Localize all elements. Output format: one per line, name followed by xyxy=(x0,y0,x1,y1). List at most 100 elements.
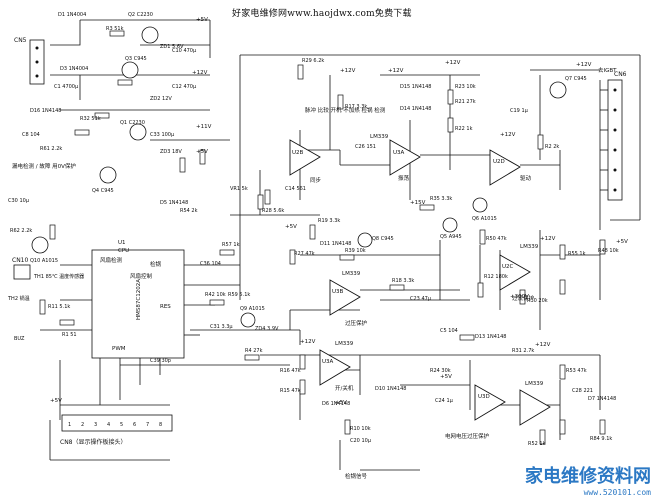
rail-5v-top: +5V xyxy=(196,17,208,23)
cn8-pin: 8 xyxy=(159,422,162,428)
label-r17: R17 3.3k xyxy=(345,104,367,110)
rail-300v: +300V xyxy=(510,294,529,300)
comparator-u2d-symbol xyxy=(489,149,521,186)
label-zd3: ZD3 18V xyxy=(160,149,182,155)
u1-p3: 检锅 xyxy=(150,260,162,268)
label-d15: D15 1N4148 xyxy=(400,84,431,90)
cn8-pin: 3 xyxy=(94,422,97,428)
rail-12v-e: +12V xyxy=(500,132,516,138)
u2c-lm: LM339 xyxy=(520,244,539,250)
label-r1b: R1 51 xyxy=(62,332,77,338)
transistor-q10 xyxy=(31,236,49,254)
cn5-label: CN5 xyxy=(14,37,27,44)
cn10-label: CN10 xyxy=(12,257,28,264)
connector-cn6 xyxy=(607,79,623,201)
label-d1: D1 1N4004 xyxy=(58,12,86,18)
label-r28: R28 5.6k xyxy=(262,208,284,214)
label-c30: C30 10μ xyxy=(8,198,30,204)
transistor-q1 xyxy=(129,123,147,141)
label-zd1: ZD1 5.6V xyxy=(160,44,184,50)
label-r35: R35 3.3k xyxy=(430,196,452,202)
cn6-label: CN6 xyxy=(614,71,627,78)
label-r11: R11 5.1k xyxy=(48,304,70,310)
label-th2: TH2 锅温 xyxy=(7,295,30,302)
label-q2: Q2 C2230 xyxy=(128,12,153,18)
rail-12v-top: +12V xyxy=(192,70,208,76)
label-q5: Q5 A945 xyxy=(440,234,462,240)
rail-5v-mid: +5V xyxy=(196,149,208,155)
label-r54: R54 2k xyxy=(180,208,198,214)
transistor-q6 xyxy=(472,197,488,213)
rail-12v-g: +12V xyxy=(535,342,551,348)
label-r29: R29 6.2k xyxy=(302,58,324,64)
rail-12v-h: +12V xyxy=(300,339,316,345)
label-r10: R10 10k xyxy=(350,426,371,432)
note-pulse-detect: 脉冲 比较 开机 不加热 检锅 检测 xyxy=(305,106,386,114)
label-buz: BUZ xyxy=(14,336,25,342)
label-d13: D13 1N4148 xyxy=(475,334,506,340)
u3a2-ref: U3A xyxy=(322,359,334,365)
u2c-note: 过流保护 xyxy=(512,294,535,302)
label-r23: R23 10k xyxy=(455,84,476,90)
comparator-u2c-symbol xyxy=(499,254,531,291)
label-d5: D5 1N4148 xyxy=(160,200,188,206)
u3d-note: 电网电压过压保护 xyxy=(445,432,490,440)
u1-type: CPU xyxy=(118,248,129,254)
label-r42: R42 10k xyxy=(205,292,226,298)
connector-cn10 xyxy=(13,264,31,280)
u1-p5: PWM xyxy=(112,346,126,352)
u2b-note: 同步 xyxy=(310,177,322,184)
label-c24: C24 1μ xyxy=(435,398,454,404)
label-r12: R12 180k xyxy=(484,274,508,280)
rail-12v-d: +12V xyxy=(576,62,592,68)
u3a2-note: 开/关机 xyxy=(335,384,354,392)
note-pot-signal: 检锅信号 xyxy=(345,472,368,480)
watermark: 家电维修资料网 www.520101.com xyxy=(525,462,651,497)
label-d7: D7 1N4148 xyxy=(588,396,616,402)
label-r32: R32 51k xyxy=(80,116,101,122)
label-c12: C12 470μ xyxy=(172,84,197,90)
label-zd2: ZD2 12V xyxy=(150,96,172,102)
label-c33: C33 100μ xyxy=(150,132,175,138)
label-c36: C36 104 xyxy=(200,261,221,267)
u3d-ref: U3D xyxy=(478,394,490,400)
label-r16b: R16 47k xyxy=(280,368,301,374)
transistor-q8 xyxy=(357,232,373,248)
label-r48: R48 10k xyxy=(598,248,619,254)
label-r50: R50 47k xyxy=(486,236,507,242)
label-vr1: VR1 5k xyxy=(230,186,248,192)
label-r3: R3 51k xyxy=(106,26,124,32)
label-q10: Q10 A1015 xyxy=(30,258,58,264)
label-r30: R30 20k xyxy=(527,298,548,304)
u3b-ref: U3B xyxy=(332,289,344,295)
u3b-note: 过压保护 xyxy=(345,319,368,327)
rail-12v-f: +12V xyxy=(540,236,556,242)
label-q3: Q3 C945 xyxy=(125,56,147,62)
comparator-u3d-symbol xyxy=(474,384,506,421)
label-q6: Q6 A1015 xyxy=(472,216,497,222)
label-r59: R59 5.1k xyxy=(228,292,250,298)
label-r31: R31 2.7k xyxy=(512,348,534,354)
label-r21: R21 27k xyxy=(455,99,476,105)
label-d6: D6 1N4148 xyxy=(322,401,350,407)
transistor-q5 xyxy=(442,217,458,233)
u1-p1: 风扇检测 xyxy=(100,256,123,264)
u2c-ref: U2C xyxy=(502,264,514,270)
rail-5v-right: +5V xyxy=(616,239,628,245)
label-ntc: TH1 85℃ 温度传感器 xyxy=(33,273,84,280)
rail-5v-u3b: +5V xyxy=(285,224,297,230)
transistor-q9 xyxy=(240,312,256,328)
watermark-url: www.520101.com xyxy=(583,488,651,497)
label-r19: R19 3.3k xyxy=(318,218,340,224)
note-leak-detect: 漏电检测 / 故障 用0V保护 xyxy=(12,162,76,170)
transistor-q3 xyxy=(121,61,139,79)
label-c8: C8 104 xyxy=(22,132,40,138)
label-c26: C26 151 xyxy=(355,144,376,150)
u1-p4: RES xyxy=(160,304,171,310)
transistor-q4 xyxy=(99,166,117,184)
label-r15: R15 47k xyxy=(280,388,301,394)
label-r55: R55 1k xyxy=(568,251,586,257)
note-to-igbt: 去IGBT xyxy=(598,66,617,74)
u1-ref: U1 xyxy=(118,240,126,246)
